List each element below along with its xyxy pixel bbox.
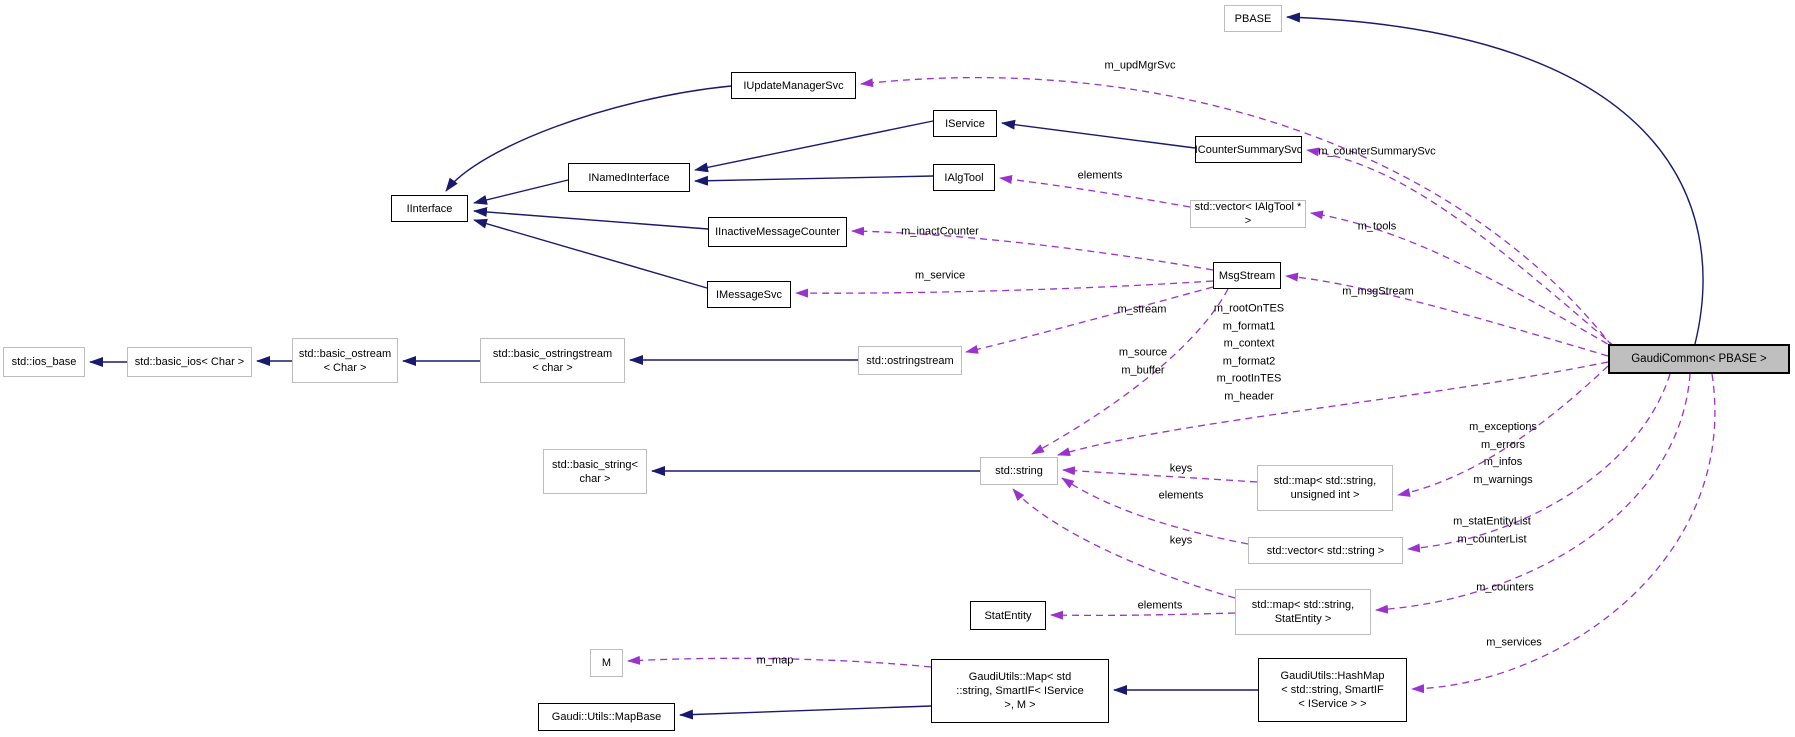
edge-label-m-service: m_service: [914, 269, 966, 282]
node-ostringstream: std::ostringstream: [858, 346, 962, 375]
edge-label-m-tools: m_tools: [1357, 220, 1397, 233]
node-std-string: std::string: [980, 457, 1058, 485]
edge-label-string-members: m_rootOnTES m_format1 m_context m_format…: [1213, 302, 1285, 403]
node-vector-ialgtool: std::vector< IAlgTool * >: [1190, 200, 1306, 228]
node-statentity[interactable]: StatEntity: [970, 601, 1046, 630]
edge-label-m-source-m-buffer: m_source m_buffer: [1118, 346, 1168, 377]
edge-mapuint-string: [1062, 466, 1258, 483]
node-iupdatemanagersvc[interactable]: IUpdateManagerSvc: [731, 72, 856, 99]
edge-label-keys-mapuint: keys: [1169, 462, 1193, 475]
edge-mapstatentity-string: [1012, 488, 1236, 599]
node-msgstream[interactable]: MsgStream: [1213, 262, 1281, 289]
node-iinterface[interactable]: IInterface: [391, 195, 468, 222]
edge-label-elements-vectorstring: elements: [1158, 489, 1204, 502]
node-gaudiutils-map[interactable]: GaudiUtils::Map< std ::string, SmartIF< …: [931, 659, 1109, 723]
edge-label-m-stream: m_stream: [1117, 303, 1167, 316]
node-ialgtool[interactable]: IAlgTool: [933, 164, 995, 191]
edge-imessagesvc-iinterface: [473, 218, 708, 289]
edge-map-mapbase: [679, 705, 932, 720]
node-map-string-uint: std::map< std::string, unsigned int >: [1257, 465, 1393, 511]
node-pbase: PBASE: [1224, 5, 1282, 32]
node-icountersummarysvc[interactable]: ICounterSummarySvc: [1195, 136, 1302, 163]
edge-label-elements-statentity: elements: [1137, 599, 1183, 612]
node-iservice[interactable]: IService: [933, 110, 997, 137]
node-gaudicommon: GaudiCommon< PBASE >: [1608, 344, 1790, 374]
node-vector-string: std::vector< std::string >: [1248, 537, 1403, 564]
edge-label-m-updmgrsvc: m_updMgrSvc: [1104, 59, 1176, 72]
edge-label-keys-mapstatentity: keys: [1169, 534, 1193, 547]
node-imessagesvc[interactable]: IMessageSvc: [707, 281, 791, 308]
node-m: M: [590, 649, 623, 677]
edge-label-elements-ialgtool: elements: [1077, 169, 1123, 182]
edge-label-m-services: m_services: [1486, 636, 1542, 649]
node-map-string-statentity: std::map< std::string, StatEntity >: [1235, 589, 1371, 635]
node-gaudiutils-hashmap[interactable]: GaudiUtils::HashMap < std::string, Smart…: [1258, 658, 1407, 722]
edge-gaudicommon-msgstream: [1285, 272, 1609, 357]
node-basic-ios: std::basic_ios< Char >: [127, 347, 252, 377]
node-basic-ostream: std::basic_ostream < Char >: [292, 338, 398, 383]
node-basic-ostringstream: std::basic_ostringstream < char >: [480, 338, 625, 383]
edge-ialgtool-inamedinterface: [694, 175, 934, 186]
edge-inamedinterface-iinterface: [473, 179, 569, 205]
edge-label-m-inactcounter: m_inactCounter: [901, 225, 979, 238]
node-basic-string: std::basic_string< char >: [543, 449, 647, 494]
edge-iservice-inamedinterface: [694, 120, 934, 173]
edge-icountersummarysvc-iservice: [1001, 119, 1196, 149]
edge-iinactivemessagecounter-iinterface: [473, 207, 709, 230]
edge-label-statentitylist-counterlist: m_statEntityList m_counterList: [1453, 515, 1531, 546]
edge-label-m-map: m_map: [756, 654, 794, 667]
edge-vectorstring-string: [1061, 477, 1249, 545]
edge-label-m-counters: m_counters: [1476, 581, 1534, 594]
node-inamedinterface[interactable]: INamedInterface: [568, 163, 690, 192]
edge-label-m-msgstream: m_msgStream: [1342, 285, 1414, 298]
edge-label-m-countersummarysvc: m_counterSummarySvc: [1318, 145, 1436, 158]
edge-gaudicommon-icountersummarysvc: [1306, 147, 1616, 348]
node-ios-base: std::ios_base: [3, 347, 85, 377]
edge-msgstream-ostringstream: [965, 286, 1214, 354]
edge-gaudicommon-vectorstring: [1407, 373, 1671, 553]
node-mapbase[interactable]: Gaudi::Utils::MapBase: [538, 703, 675, 731]
edge-gaudicommon-mapstatentity: [1375, 373, 1691, 614]
edge-msgstream-imessagesvc: [795, 280, 1214, 298]
edge-label-counter-members: m_exceptions m_errors m_infos m_warnings: [1469, 421, 1537, 486]
node-iinactivemessagecounter[interactable]: IInactiveMessageCounter: [708, 217, 847, 247]
